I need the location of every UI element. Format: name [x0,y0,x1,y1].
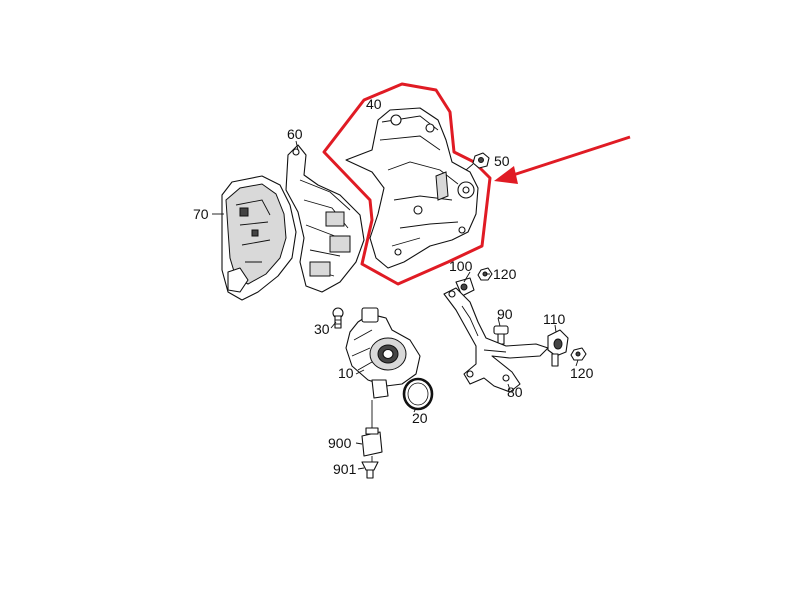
label-50: 50 [494,153,510,169]
label-20: 20 [412,410,428,426]
label-900: 900 [328,435,352,451]
label-120-upper: 120 [493,266,517,282]
label-10: 10 [338,365,354,381]
label-901: 901 [333,461,357,477]
label-40: 40 [366,96,382,112]
highlight-arrow [494,135,631,184]
part-120-nut-upper[interactable] [477,267,493,281]
label-90: 90 [497,306,513,322]
part-110-sensor[interactable] [547,329,569,367]
label-120-lower: 120 [570,365,594,381]
label-30: 30 [314,321,330,337]
label-60: 60 [287,126,303,142]
label-70: 70 [193,206,209,222]
part-60-bracket[interactable] [285,144,365,293]
highlight-outline [322,82,492,286]
label-100: 100 [449,258,473,274]
part-50-bolt[interactable] [465,152,490,171]
part-70-cover[interactable] [221,175,297,301]
part-80-bracket-arm[interactable] [443,287,549,393]
label-80: 80 [507,384,523,400]
part-900-connector[interactable] [361,427,383,457]
part-120-nut-lower[interactable] [570,347,587,361]
part-901-pin[interactable] [361,461,379,479]
part-10-pump[interactable] [345,307,421,399]
part-90-bolt[interactable] [493,325,509,345]
leader-lines [212,140,579,470]
part-40-main-bracket[interactable] [345,107,479,269]
part-30-bolt[interactable] [332,307,344,329]
label-110: 110 [543,311,566,327]
part-20-oring[interactable] [402,377,434,411]
